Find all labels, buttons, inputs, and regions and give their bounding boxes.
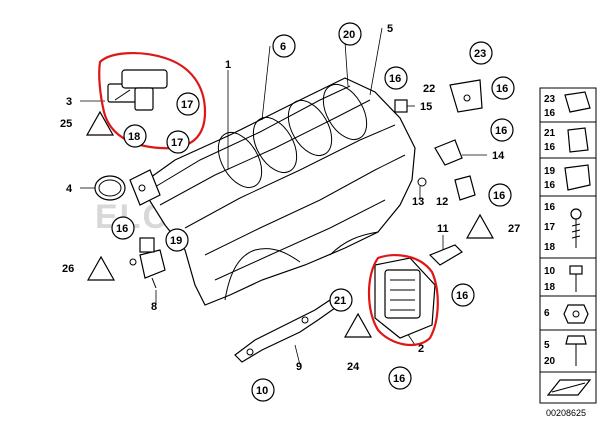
- callout-16-d: 16: [493, 190, 505, 202]
- bolt-icon: [565, 335, 587, 345]
- callout-16-c: 16: [495, 125, 507, 137]
- callout-8: 8: [151, 301, 157, 313]
- legend-panel: 23 16 21 16 19 16 16 17 18 10 18 6 5 20: [539, 87, 597, 404]
- callout-25: 25: [60, 118, 72, 130]
- drawing-number: 00208625: [546, 408, 586, 418]
- legend-label: 18: [544, 242, 556, 253]
- part-14: [434, 139, 463, 166]
- callout-16-f: 16: [393, 373, 405, 385]
- callout-13: 13: [412, 196, 424, 208]
- callout-21: 21: [334, 295, 346, 307]
- callout-22: 22: [423, 83, 435, 95]
- legend-label: 17: [544, 222, 556, 233]
- callout-15: 15: [420, 101, 432, 113]
- legend-label: 16: [544, 142, 556, 153]
- intake-manifold: [129, 77, 416, 306]
- callout-19: 19: [170, 235, 182, 247]
- part-13: [417, 177, 427, 187]
- callout-4: 4: [66, 183, 73, 195]
- callout-3: 3: [66, 96, 72, 108]
- callout-1: 1: [225, 59, 231, 71]
- warning-triangle-icon: [85, 110, 495, 338]
- legend-label: 16: [544, 108, 556, 119]
- callout-26: 26: [62, 263, 74, 275]
- callout-16-g: 16: [116, 223, 128, 235]
- callout-14: 14: [492, 150, 505, 162]
- legend-label: 16: [544, 180, 556, 191]
- callout-16-e: 16: [456, 290, 468, 302]
- callout-27: 27: [508, 223, 520, 235]
- callout-11: 11: [437, 223, 449, 235]
- callout-2: 2: [418, 343, 424, 355]
- legend-label: 21: [544, 128, 556, 139]
- callout-5: 5: [387, 23, 393, 35]
- sensor-part-3: [107, 69, 168, 111]
- callout-20: 20: [343, 29, 355, 41]
- throttle-part-2: [374, 257, 436, 339]
- callout-12: 12: [436, 196, 448, 208]
- clip-icon: [564, 91, 591, 113]
- bracket-part-11: [428, 244, 463, 266]
- callout-9: 9: [296, 361, 302, 373]
- legend-label: 16: [544, 202, 556, 213]
- bracket-part-9: [234, 299, 336, 363]
- legend-label: 5: [544, 340, 550, 351]
- legend-label: 19: [544, 166, 556, 177]
- highlight-sensor-3: [98, 51, 207, 150]
- sensor-part-8: [129, 237, 166, 289]
- callout-17-a: 17: [181, 99, 193, 111]
- bracket-part-22: [449, 79, 483, 113]
- legend-label: 20: [544, 356, 556, 367]
- highlight-throttle-2: [368, 254, 439, 346]
- callout-16-a: 16: [389, 73, 401, 85]
- callout-18: 18: [128, 131, 140, 143]
- legend-label: 23: [544, 94, 556, 105]
- part-12: [454, 175, 476, 201]
- callout-10: 10: [256, 385, 268, 397]
- callout-23: 23: [474, 48, 486, 60]
- legend-label: 10: [544, 266, 556, 277]
- callout-24: 24: [347, 361, 360, 373]
- nut-icon: [563, 304, 589, 324]
- legend-label: 18: [544, 282, 556, 293]
- clip-icon: [567, 127, 589, 153]
- legend-label: 6: [544, 308, 550, 319]
- part-15: [394, 99, 408, 113]
- screw-icon: [570, 208, 582, 220]
- callout-17-b: 17: [171, 137, 183, 149]
- clip-icon: [564, 164, 591, 191]
- screw-icon: [569, 265, 583, 275]
- callout-6: 6: [280, 41, 286, 53]
- callout-16-b: 16: [496, 83, 508, 95]
